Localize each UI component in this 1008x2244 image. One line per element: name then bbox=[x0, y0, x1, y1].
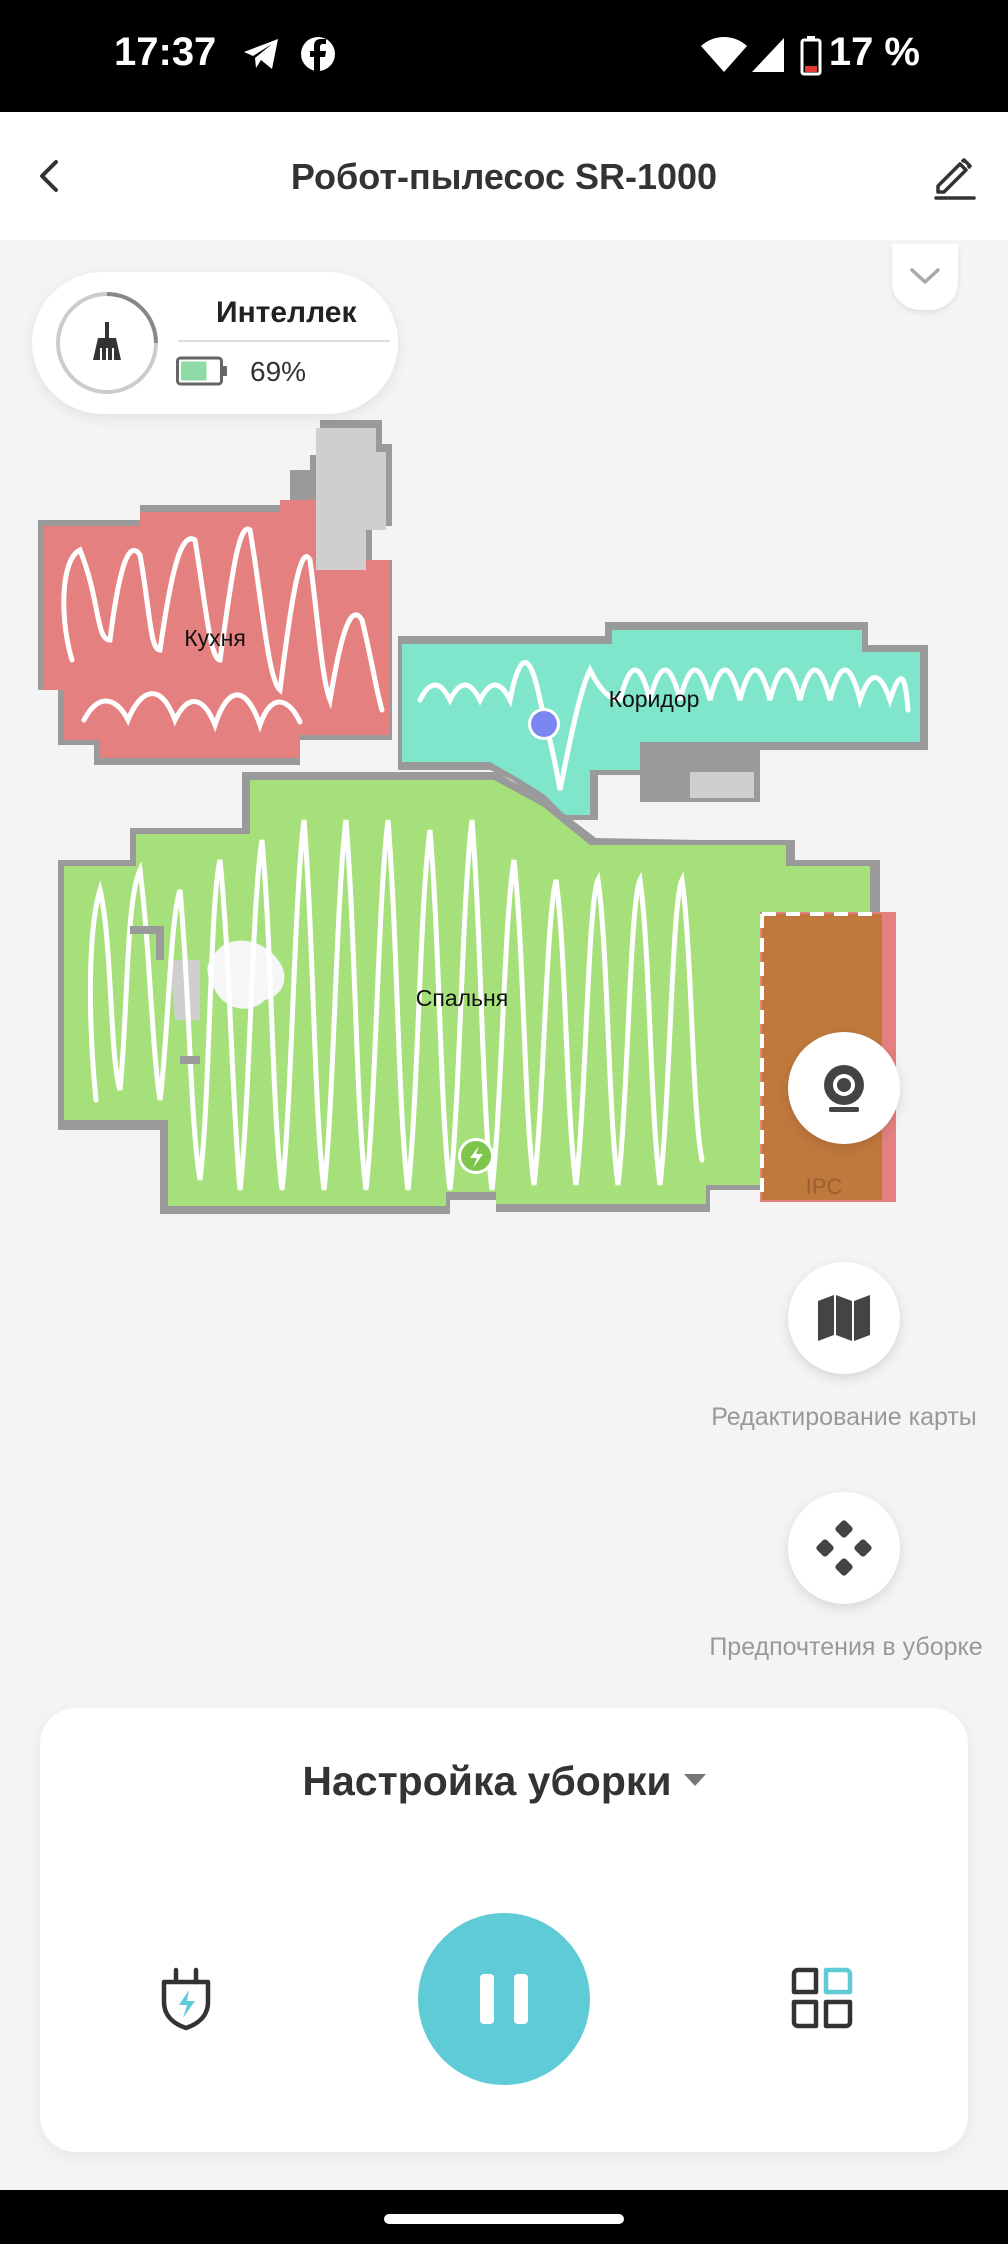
apps-grid-icon bbox=[791, 1967, 853, 2029]
pause-button[interactable] bbox=[418, 1913, 590, 2085]
edit-button[interactable] bbox=[926, 148, 982, 204]
home-indicator[interactable] bbox=[384, 2214, 624, 2224]
control-panel: Настройка уборки bbox=[40, 1708, 968, 2152]
broom-icon bbox=[93, 322, 121, 360]
camera-button[interactable] bbox=[788, 1032, 900, 1144]
map-icon bbox=[818, 1295, 870, 1341]
pause-icon-bar bbox=[514, 1974, 528, 2024]
pause-icon bbox=[480, 1974, 494, 2024]
mode-progress-ring bbox=[56, 292, 158, 394]
system-nav-bar bbox=[0, 2190, 1008, 2244]
room-label-corridor: Коридор bbox=[609, 686, 700, 712]
room-kitchen[interactable] bbox=[38, 420, 392, 765]
map-edit-label: Редактирование карты bbox=[711, 1403, 977, 1431]
room-bedroom[interactable] bbox=[58, 772, 880, 1214]
battery-low-icon bbox=[800, 36, 822, 76]
dock-icon bbox=[161, 1967, 211, 2031]
cleaning-settings-dropdown[interactable]: Настройка уборки bbox=[40, 1758, 968, 1805]
robot-status-card[interactable]: Интеллек 69% bbox=[32, 272, 398, 414]
status-time: 17:37 bbox=[114, 30, 217, 74]
status-divider bbox=[178, 340, 390, 342]
return-to-dock-button[interactable] bbox=[150, 1962, 222, 2034]
preferences-icon bbox=[816, 1520, 872, 1576]
battery-percent-text: 17 % bbox=[828, 30, 920, 74]
map-edit-button[interactable] bbox=[788, 1262, 900, 1374]
cleaning-map[interactable]: IPC Кухня Коридор Спальня bbox=[0, 400, 1008, 1260]
chevron-down-icon bbox=[910, 268, 940, 284]
more-functions-button[interactable] bbox=[786, 1962, 858, 2034]
back-button[interactable] bbox=[26, 148, 82, 204]
robot-battery-icon bbox=[176, 356, 227, 386]
page-title: Робот-пылесос SR-1000 bbox=[290, 156, 718, 197]
charging-dock-marker bbox=[458, 1138, 494, 1174]
no-go-zone-label: IPC bbox=[806, 1174, 843, 1199]
wifi-icon bbox=[701, 37, 747, 72]
dropdown-arrow-icon bbox=[683, 1774, 706, 1787]
room-corridor[interactable] bbox=[398, 622, 928, 820]
cleaning-mode-label: Интеллек bbox=[216, 296, 357, 329]
pencil-icon bbox=[934, 158, 976, 200]
room-label-kitchen: Кухня bbox=[184, 625, 246, 651]
camera-icon bbox=[824, 1065, 864, 1112]
cleaning-preferences-label: Предпочтения в уборке bbox=[709, 1633, 983, 1661]
battery-percent: 17 % bbox=[829, 30, 920, 75]
chevron-left-icon bbox=[40, 160, 58, 192]
facebook-icon bbox=[301, 37, 335, 72]
signal-icon bbox=[752, 38, 784, 72]
app-bar: Робот-пылесос SR-1000 bbox=[0, 112, 1008, 240]
robot-position-marker bbox=[528, 708, 560, 740]
cleaning-preferences-button[interactable] bbox=[788, 1492, 900, 1604]
status-bar: 17:37 17 % bbox=[0, 0, 1008, 112]
robot-battery-value: 69% bbox=[250, 356, 307, 387]
cleaning-settings-label: Настройка уборки bbox=[302, 1758, 672, 1804]
collapse-panel-button[interactable] bbox=[892, 244, 958, 310]
room-label-bedroom: Спальня bbox=[416, 985, 508, 1011]
telegram-icon bbox=[244, 39, 278, 69]
